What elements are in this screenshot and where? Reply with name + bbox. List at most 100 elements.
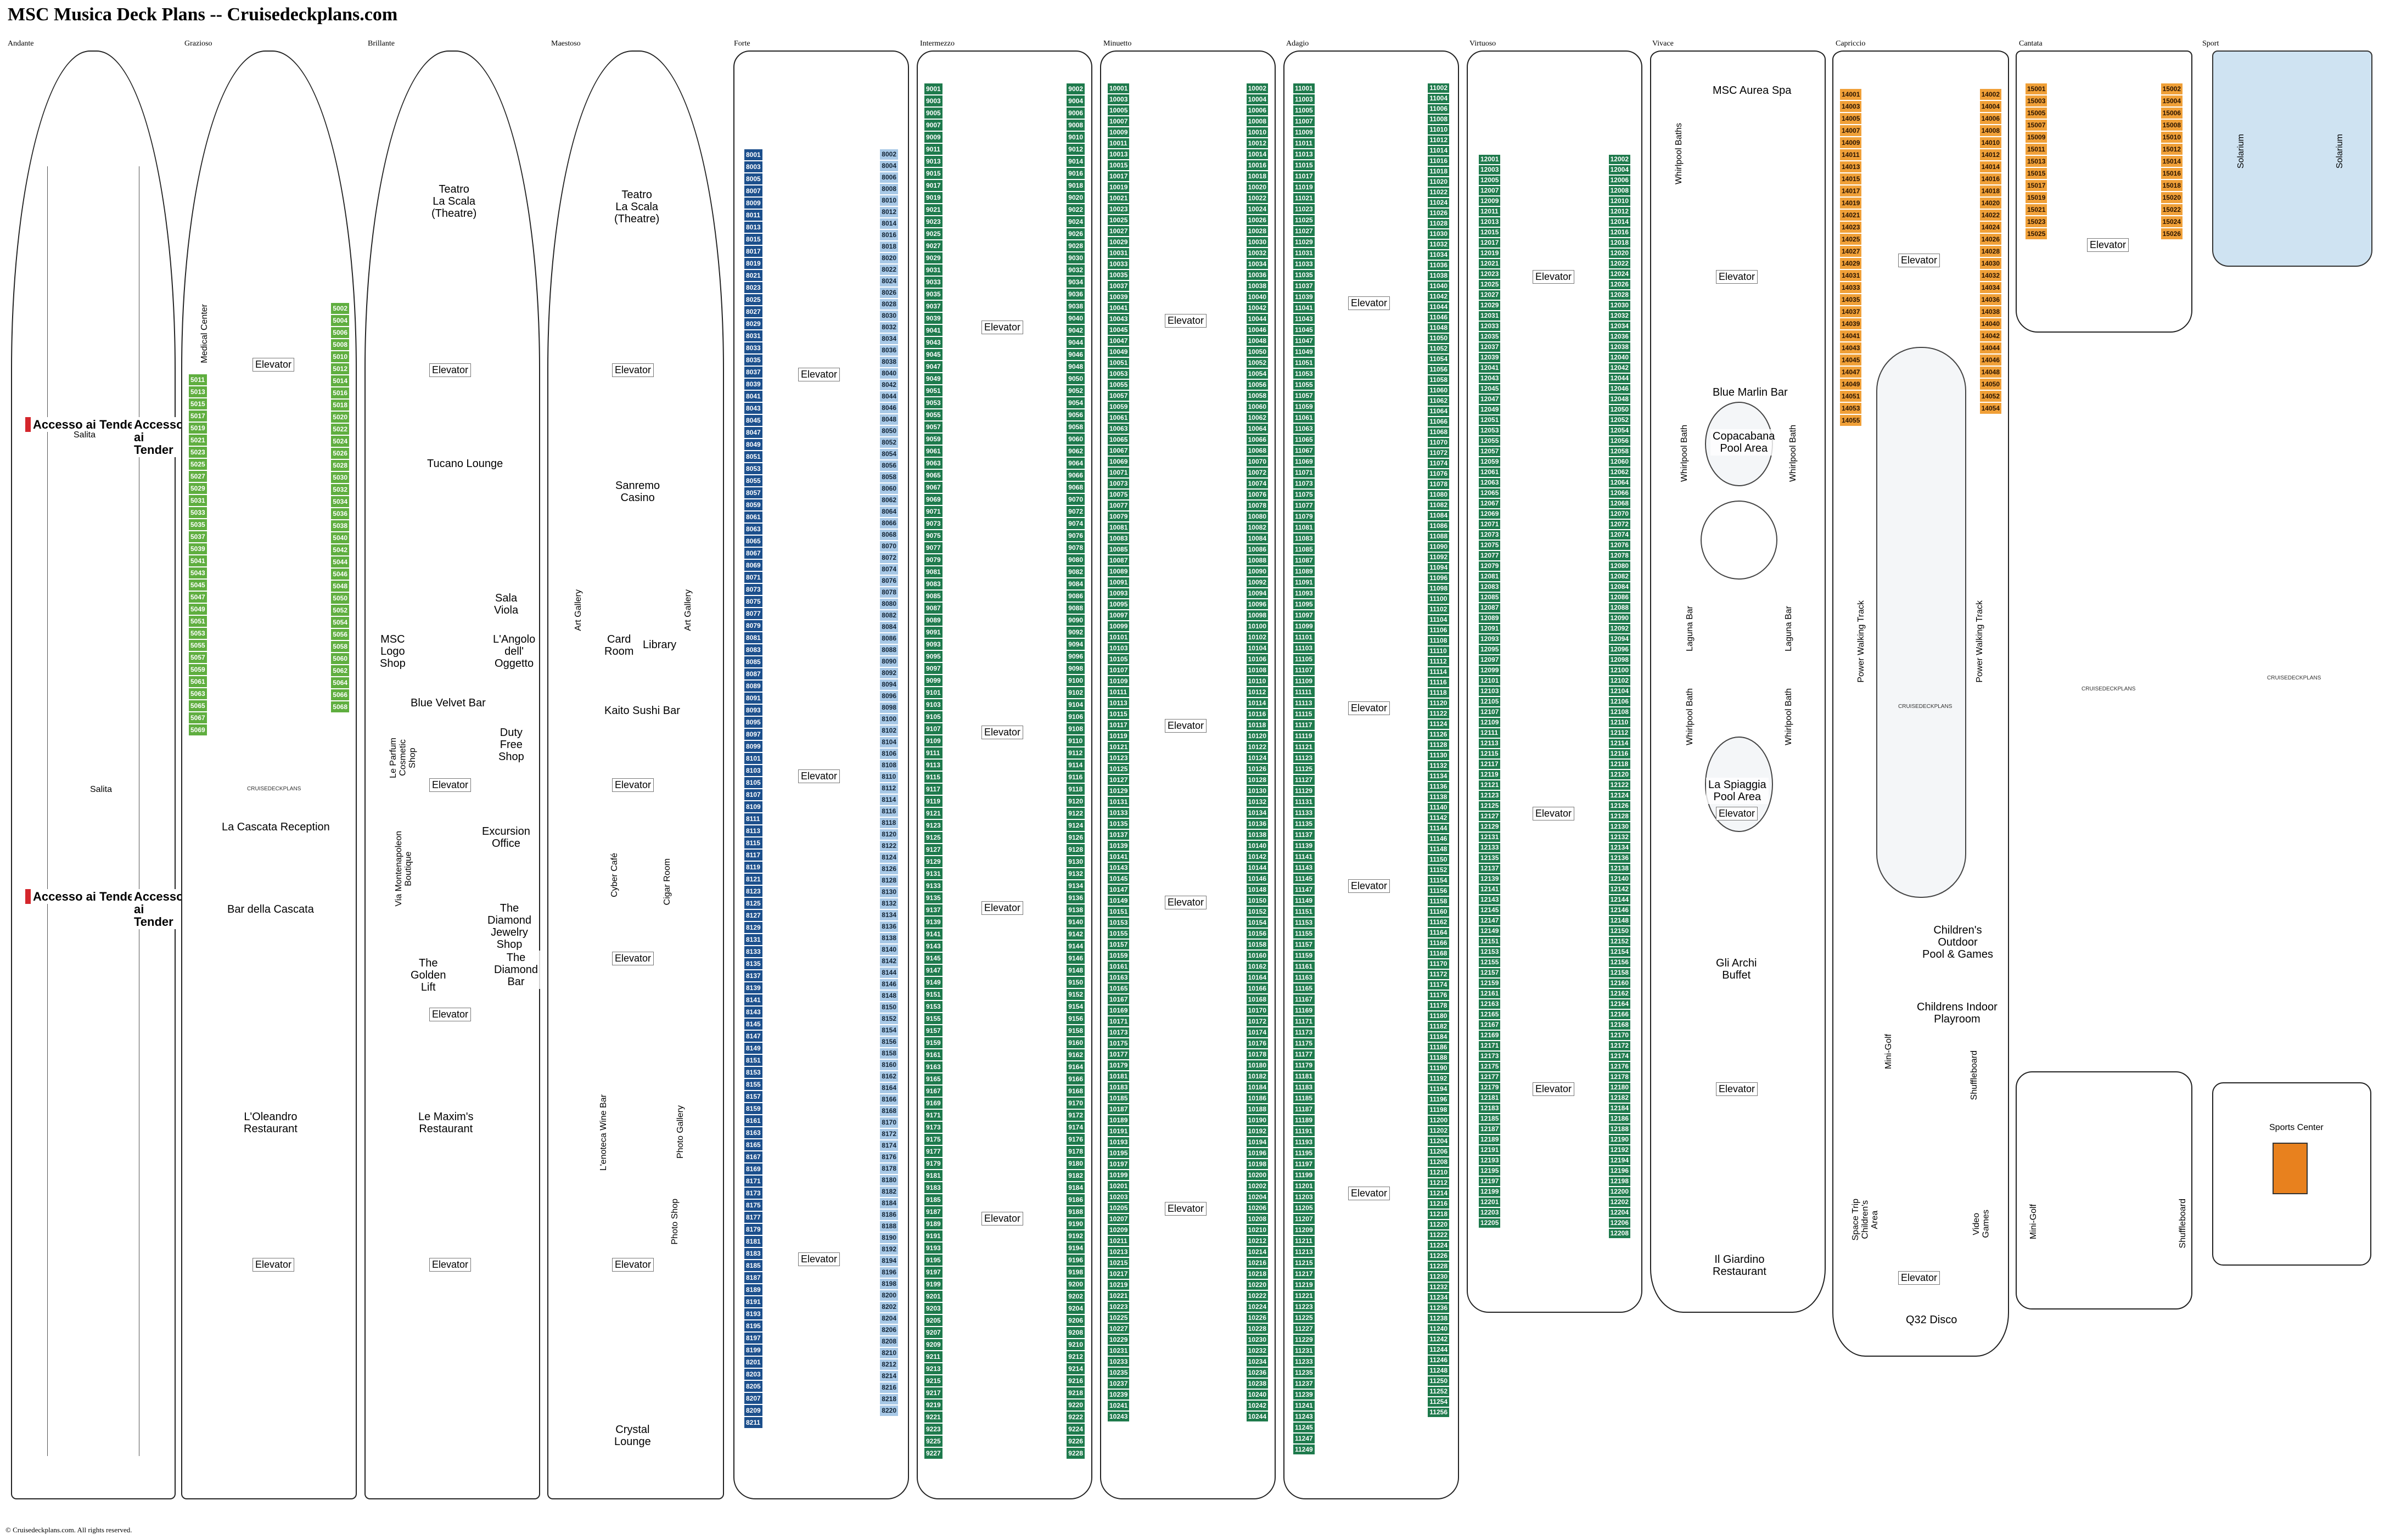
cabin-10135: 10135 xyxy=(1108,819,1130,829)
adagio-elevator-aft: Elevator xyxy=(1348,879,1390,893)
cabin-12131: 12131 xyxy=(1479,833,1501,842)
cabin-11103: 11103 xyxy=(1293,643,1315,653)
cabin-10153: 10153 xyxy=(1108,918,1130,928)
cabin-12060: 12060 xyxy=(1608,457,1630,467)
cabin-10111: 10111 xyxy=(1108,687,1130,697)
cabin-9172: 9172 xyxy=(1067,1110,1085,1121)
cabin-11133: 11133 xyxy=(1293,808,1315,818)
cabin-9215: 9215 xyxy=(924,1375,942,1386)
cabin-9072: 9072 xyxy=(1067,506,1085,517)
cabin-12173: 12173 xyxy=(1479,1052,1501,1061)
cabin-8172: 8172 xyxy=(880,1129,898,1139)
deck-label-cantata: Cantata xyxy=(2019,40,2043,48)
cabin-12123: 12123 xyxy=(1479,791,1501,800)
cabin-14038: 14038 xyxy=(1979,306,2001,317)
cabin-8095: 8095 xyxy=(744,717,762,728)
cabin-10189: 10189 xyxy=(1108,1115,1130,1125)
cabin-10143: 10143 xyxy=(1108,863,1130,873)
cabin-10224: 10224 xyxy=(1246,1302,1268,1312)
cabin-5033: 5033 xyxy=(189,507,207,518)
cabin-9144: 9144 xyxy=(1067,941,1085,952)
cabin-11058: 11058 xyxy=(1428,375,1449,385)
cabin-12016: 12016 xyxy=(1608,228,1630,237)
cabin-14033: 14033 xyxy=(1840,282,1862,293)
cabin-10243: 10243 xyxy=(1108,1412,1130,1421)
cabin-10235: 10235 xyxy=(1108,1368,1130,1378)
cabin-10118: 10118 xyxy=(1246,720,1268,730)
cabin-9080: 9080 xyxy=(1067,554,1085,565)
cabin-8155: 8155 xyxy=(744,1079,762,1090)
cabin-9106: 9106 xyxy=(1067,711,1085,722)
cabin-9082: 9082 xyxy=(1067,566,1085,577)
cabin-8082: 8082 xyxy=(880,610,898,621)
cabin-12057: 12057 xyxy=(1479,447,1501,456)
cabin-12200: 12200 xyxy=(1608,1187,1630,1196)
cabin-9013: 9013 xyxy=(924,156,942,167)
cabin-8183: 8183 xyxy=(744,1248,762,1259)
cabin-10218: 10218 xyxy=(1246,1269,1268,1279)
cabin-14031: 14031 xyxy=(1840,270,1862,281)
brillante-elevator-mid: Elevator xyxy=(429,778,472,792)
cabin-8007: 8007 xyxy=(744,186,762,196)
cabin-9227: 9227 xyxy=(924,1448,942,1459)
cabin-12188: 12188 xyxy=(1608,1125,1630,1134)
cabin-11185: 11185 xyxy=(1293,1093,1315,1103)
cabin-12171: 12171 xyxy=(1479,1041,1501,1050)
cabin-10105: 10105 xyxy=(1108,654,1130,664)
cabin-12080: 12080 xyxy=(1608,561,1630,571)
cabin-12070: 12070 xyxy=(1608,509,1630,519)
cabin-11142: 11142 xyxy=(1428,813,1449,823)
cabin-10006: 10006 xyxy=(1246,105,1268,115)
cabin-11240: 11240 xyxy=(1428,1324,1449,1334)
cabin-11140: 11140 xyxy=(1428,803,1449,812)
cabin-11029: 11029 xyxy=(1293,237,1315,247)
cabin-10147: 10147 xyxy=(1108,885,1130,895)
cabin-11151: 11151 xyxy=(1293,907,1315,917)
cabin-11204: 11204 xyxy=(1428,1137,1449,1146)
cabin-10109: 10109 xyxy=(1108,676,1130,686)
cabin-11038: 11038 xyxy=(1428,271,1449,280)
cabin-11239: 11239 xyxy=(1293,1390,1315,1400)
photo-shop: Photo Shop xyxy=(668,1198,682,1246)
cabin-9007: 9007 xyxy=(924,120,942,131)
cabin-11012: 11012 xyxy=(1428,136,1449,145)
cabin-10146: 10146 xyxy=(1246,874,1268,884)
cabin-12099: 12099 xyxy=(1479,666,1501,675)
cabin-12122: 12122 xyxy=(1608,780,1630,790)
cabin-8048: 8048 xyxy=(880,414,898,425)
cabin-11196: 11196 xyxy=(1428,1095,1449,1104)
cabin-8058: 8058 xyxy=(880,472,898,482)
cabin-9221: 9221 xyxy=(924,1412,942,1423)
cabin-11045: 11045 xyxy=(1293,325,1315,335)
cabin-12014: 12014 xyxy=(1608,217,1630,227)
cabin-8151: 8151 xyxy=(744,1055,762,1066)
cabin-10139: 10139 xyxy=(1108,841,1130,851)
cabin-9063: 9063 xyxy=(924,458,942,469)
cabin-12119: 12119 xyxy=(1479,770,1501,779)
cabin-11122: 11122 xyxy=(1428,709,1449,718)
cabin-11063: 11063 xyxy=(1293,424,1315,434)
cabin-8159: 8159 xyxy=(744,1103,762,1114)
deck-label-maestoso: Maestoso xyxy=(551,40,581,48)
cabin-11199: 11199 xyxy=(1293,1170,1315,1180)
cabin-12110: 12110 xyxy=(1608,718,1630,727)
cabin-12120: 12120 xyxy=(1608,770,1630,779)
cabin-11056: 11056 xyxy=(1428,365,1449,374)
cabin-11180: 11180 xyxy=(1428,1011,1449,1021)
cabin-9202: 9202 xyxy=(1067,1291,1085,1302)
cabin-8086: 8086 xyxy=(880,633,898,644)
cabin-9031: 9031 xyxy=(924,265,942,276)
cabin-11088: 11088 xyxy=(1428,532,1449,541)
cabin-11106: 11106 xyxy=(1428,626,1449,635)
cabin-14020: 14020 xyxy=(1979,198,2001,209)
q32-disco: Q32 Disco xyxy=(1904,1313,1960,1327)
cabin-14017: 14017 xyxy=(1840,186,1862,196)
cabin-8143: 8143 xyxy=(744,1007,762,1018)
cabin-5036: 5036 xyxy=(331,508,349,519)
maestoso-elevator-stern: Elevator xyxy=(612,1258,654,1272)
cabin-8076: 8076 xyxy=(880,576,898,586)
cabin-5037: 5037 xyxy=(189,531,207,542)
cabin-9174: 9174 xyxy=(1067,1122,1085,1133)
